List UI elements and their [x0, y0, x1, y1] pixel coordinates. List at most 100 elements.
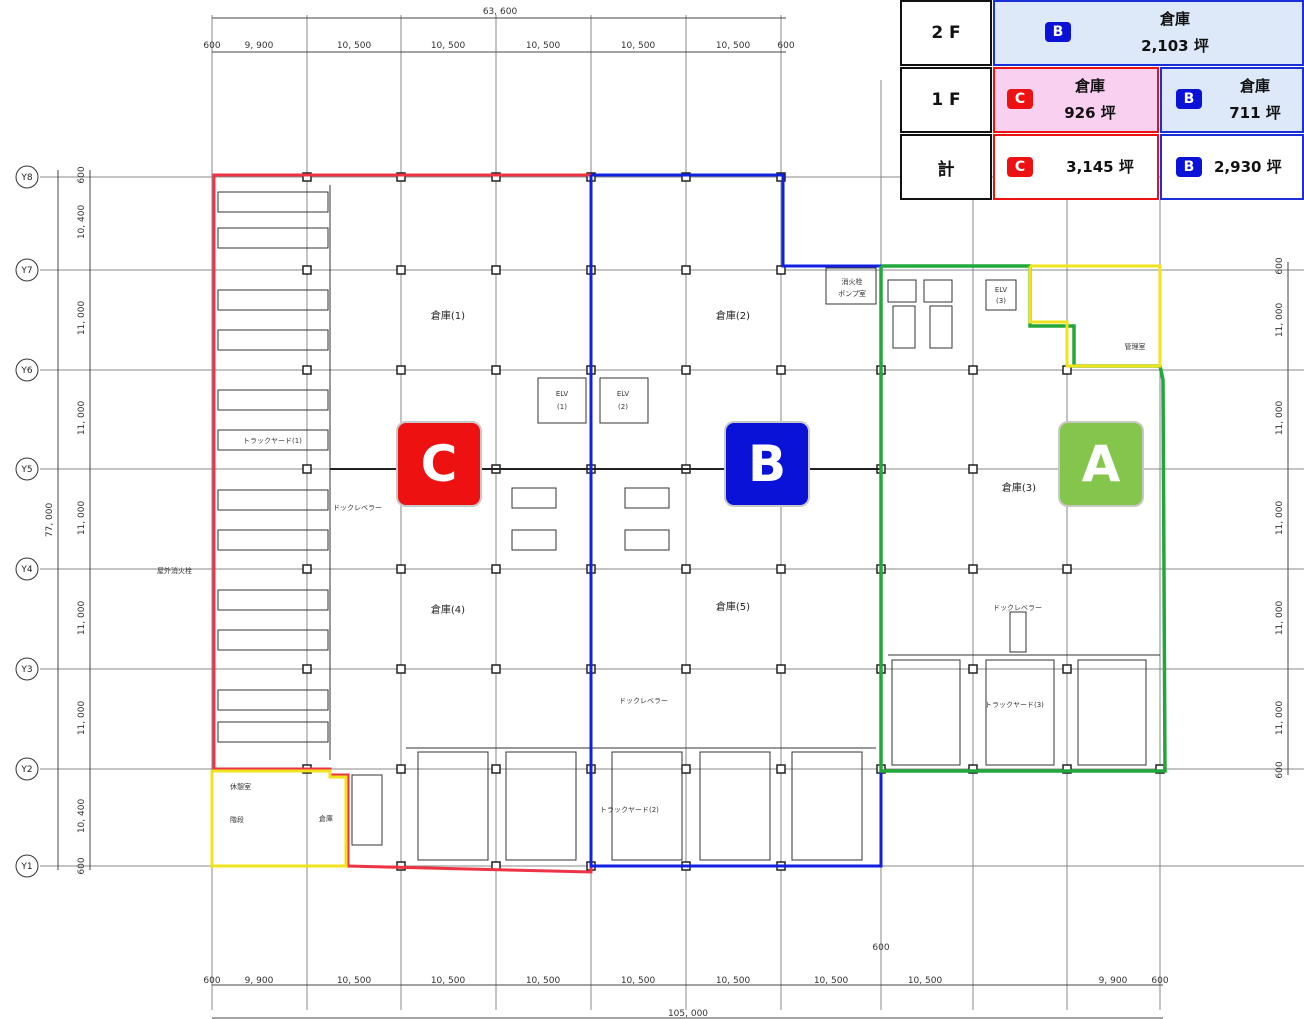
floor-label-1f: 1 F: [900, 67, 992, 133]
floor-label-total: 計: [900, 134, 992, 200]
cell-name: 倉庫: [1074, 77, 1105, 95]
boundary-common-ne: [1028, 264, 1162, 368]
boundary-b: [589, 173, 883, 868]
dim-bottom-span: 10, 500: [526, 976, 561, 986]
dim-bottom-span: 10, 500: [621, 976, 656, 986]
dim-bottom-span: 9, 900: [1099, 976, 1128, 986]
dim-left-span: 11, 000: [77, 501, 87, 536]
svg-text:Y8: Y8: [20, 173, 32, 183]
room-label-truck1: トラックヤード(1): [243, 437, 302, 445]
dim-right-span: 11, 000: [1275, 501, 1285, 536]
room-label-soko-small: 倉庫: [319, 814, 333, 823]
cell-name: 倉庫: [1159, 10, 1190, 28]
truck-berths-bottom: [351, 747, 876, 861]
room-label-kaidan: 階段: [230, 815, 244, 824]
area-badge-b: B: [724, 421, 810, 507]
dim-bottom-span: 600: [1151, 976, 1168, 986]
room-label-dock1: ドックレベラー: [333, 504, 382, 512]
dim-left-span: 11, 000: [77, 301, 87, 336]
svg-text:Y2: Y2: [20, 765, 32, 775]
dim-left-total: 77, 000: [45, 503, 55, 538]
dim-left-span: 10, 400: [77, 799, 87, 834]
dim-top-span: 10, 500: [431, 41, 466, 51]
area-badge-a: A: [1058, 421, 1144, 507]
truck-berths-right: [888, 611, 1160, 766]
room-label-kyukeishitsu: 休憩室: [230, 782, 251, 791]
dim-bottom-span: 10, 500: [431, 976, 466, 986]
cell-area: 711 坪: [1229, 104, 1281, 122]
elv3-number: (3): [996, 297, 1006, 305]
axis-bubble: Y3: [15, 657, 39, 681]
tenant-badge-c: C: [1007, 89, 1033, 109]
cell-area: 3,145 坪: [1066, 158, 1134, 176]
hydrant-label: 屋外消火栓: [157, 566, 192, 575]
dim-bottom-span: 9, 900: [245, 976, 274, 986]
svg-text:Y7: Y7: [20, 266, 32, 276]
room-label-kanrishitsu: 管理室: [1125, 342, 1146, 351]
room-label-soko3: 倉庫(3): [1002, 481, 1036, 494]
tenant-badge-c: C: [1007, 157, 1033, 177]
dim-left-span: 11, 000: [77, 601, 87, 636]
dim-right-span: 600: [1275, 257, 1285, 274]
svg-text:Y6: Y6: [20, 366, 32, 376]
elv3-label: ELV: [995, 286, 1008, 294]
room-label-truck3: トラックヤード(3): [985, 701, 1044, 709]
dim-top-span: 10, 500: [526, 41, 561, 51]
floor-label-2f: 2 F: [900, 0, 992, 66]
svg-text:Y5: Y5: [20, 465, 32, 475]
axis-bubble: Y8: [15, 165, 39, 189]
dim-left-span: 600: [77, 857, 87, 874]
room-label-pump2: ポンプ室: [838, 289, 866, 298]
dim-top-total: 63, 600: [483, 7, 518, 17]
dim-top-span: 10, 500: [716, 41, 751, 51]
axis-bubble: Y2: [15, 757, 39, 781]
dim-right-span: 11, 000: [1275, 701, 1285, 736]
dim-left-span: 10, 400: [77, 205, 87, 240]
svg-text:Y3: Y3: [20, 665, 32, 675]
dim-bottom-span: 10, 500: [908, 976, 943, 986]
elv2-label: ELV: [617, 390, 630, 398]
dim-bottom-span: 10, 500: [814, 976, 849, 986]
room-label-soko1: 倉庫(1): [431, 309, 465, 322]
dim-top-span: 9, 900: [245, 41, 274, 51]
room-label-soko5: 倉庫(5): [716, 600, 750, 613]
cell-2f-b: B 倉庫 2,103 坪: [993, 0, 1304, 66]
room-label-soko2: 倉庫(2): [716, 309, 750, 322]
svg-text:Y1: Y1: [20, 862, 32, 872]
dim-right-span: 11, 000: [1275, 303, 1285, 338]
dim-bottom-extra: 600: [872, 943, 889, 953]
axis-bubble: Y6: [15, 358, 39, 382]
dim-bottom-span: 10, 500: [337, 976, 372, 986]
elv1-number: (1): [557, 403, 567, 411]
axis-bubble: Y1: [15, 854, 39, 878]
dim-top-span: 10, 500: [621, 41, 656, 51]
cell-area: 2,103 坪: [1141, 37, 1209, 55]
dim-right-span: 600: [1275, 761, 1285, 778]
dim-left-span: 11, 000: [77, 401, 87, 436]
cell-total-b: B 2,930 坪: [1160, 134, 1304, 200]
tenant-badge-b: B: [1176, 157, 1202, 177]
axis-bubble: Y4: [15, 557, 39, 581]
dim-bottom-span: 600: [203, 976, 220, 986]
dim-right-span: 11, 000: [1275, 401, 1285, 436]
tenant-badge-b: B: [1176, 89, 1202, 109]
axis-bubble: Y7: [15, 258, 39, 282]
axis-bubble: Y5: [15, 457, 39, 481]
elv2-number: (2): [618, 403, 628, 411]
dim-right-span: 11, 000: [1275, 601, 1285, 636]
grid-axis-labels: Y8 Y7 Y6 Y5 Y4 Y3 Y2 Y1: [15, 165, 39, 878]
elevators: [511, 267, 1017, 551]
area-badge-c: C: [396, 421, 482, 507]
boundary-a: [879, 264, 1167, 773]
dim-left-span: 11, 000: [77, 701, 87, 736]
cell-name: 倉庫: [1239, 77, 1270, 95]
cell-area: 926 坪: [1064, 104, 1116, 122]
room-label-truck2: トラックヤード(2): [600, 806, 659, 814]
dim-left-span: 600: [77, 166, 87, 183]
room-label-pump: 消火栓: [842, 277, 863, 286]
dim-bottom-total: 105, 000: [668, 1009, 708, 1019]
dim-top-span: 600: [777, 41, 794, 51]
cell-area: 2,930 坪: [1214, 158, 1282, 176]
dim-top-span: 10, 500: [337, 41, 372, 51]
